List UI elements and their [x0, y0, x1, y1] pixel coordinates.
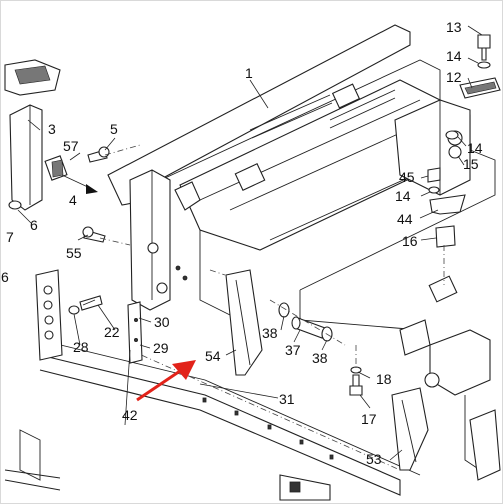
- highlight-arrow: [136, 360, 196, 402]
- callout-7: 7: [6, 229, 14, 245]
- callout-38-right: 38: [312, 350, 328, 366]
- callout-38-left: 38: [262, 325, 278, 341]
- callout-15: 15: [463, 156, 479, 172]
- callout-28: 28: [73, 339, 89, 355]
- callout-30: 30: [154, 314, 170, 330]
- callout-16: 16: [402, 233, 418, 249]
- callout-54: 54: [205, 348, 221, 364]
- callout-1: 1: [245, 65, 253, 81]
- leader-lines: [17, 25, 483, 461]
- callout-53: 53: [366, 451, 382, 467]
- lower-rail: [4, 301, 421, 501]
- callout-14-top: 14: [446, 48, 462, 64]
- main-frame-part: [107, 24, 501, 481]
- left-parts: [4, 59, 141, 361]
- callout-labels: 1 3 5 57 4 6 7 55 6 22 28 30 29 54 38 37…: [1, 19, 483, 467]
- callout-55: 55: [66, 245, 82, 261]
- callout-18: 18: [376, 371, 392, 387]
- middle-parts: [209, 269, 346, 376]
- callout-14-mid: 14: [395, 188, 411, 204]
- callout-14-right: 14: [467, 140, 483, 156]
- direction-arrow: [86, 184, 98, 194]
- callout-22: 22: [104, 324, 120, 340]
- right-parts: [349, 34, 501, 471]
- callout-5: 5: [110, 121, 118, 137]
- callout-37: 37: [285, 342, 301, 358]
- callout-4: 4: [69, 192, 77, 208]
- callout-13: 13: [446, 19, 462, 35]
- callout-29: 29: [153, 340, 169, 356]
- callout-57: 57: [63, 138, 79, 154]
- callout-17: 17: [361, 411, 377, 427]
- callout-3: 3: [48, 121, 56, 137]
- callout-44: 44: [397, 211, 413, 227]
- callout-31: 31: [279, 391, 295, 407]
- callout-42: 42: [122, 407, 138, 423]
- callout-12: 12: [446, 69, 462, 85]
- callout-45: 45: [399, 169, 415, 185]
- callout-6: 6: [30, 217, 38, 233]
- callout-6-left: 6: [1, 269, 9, 285]
